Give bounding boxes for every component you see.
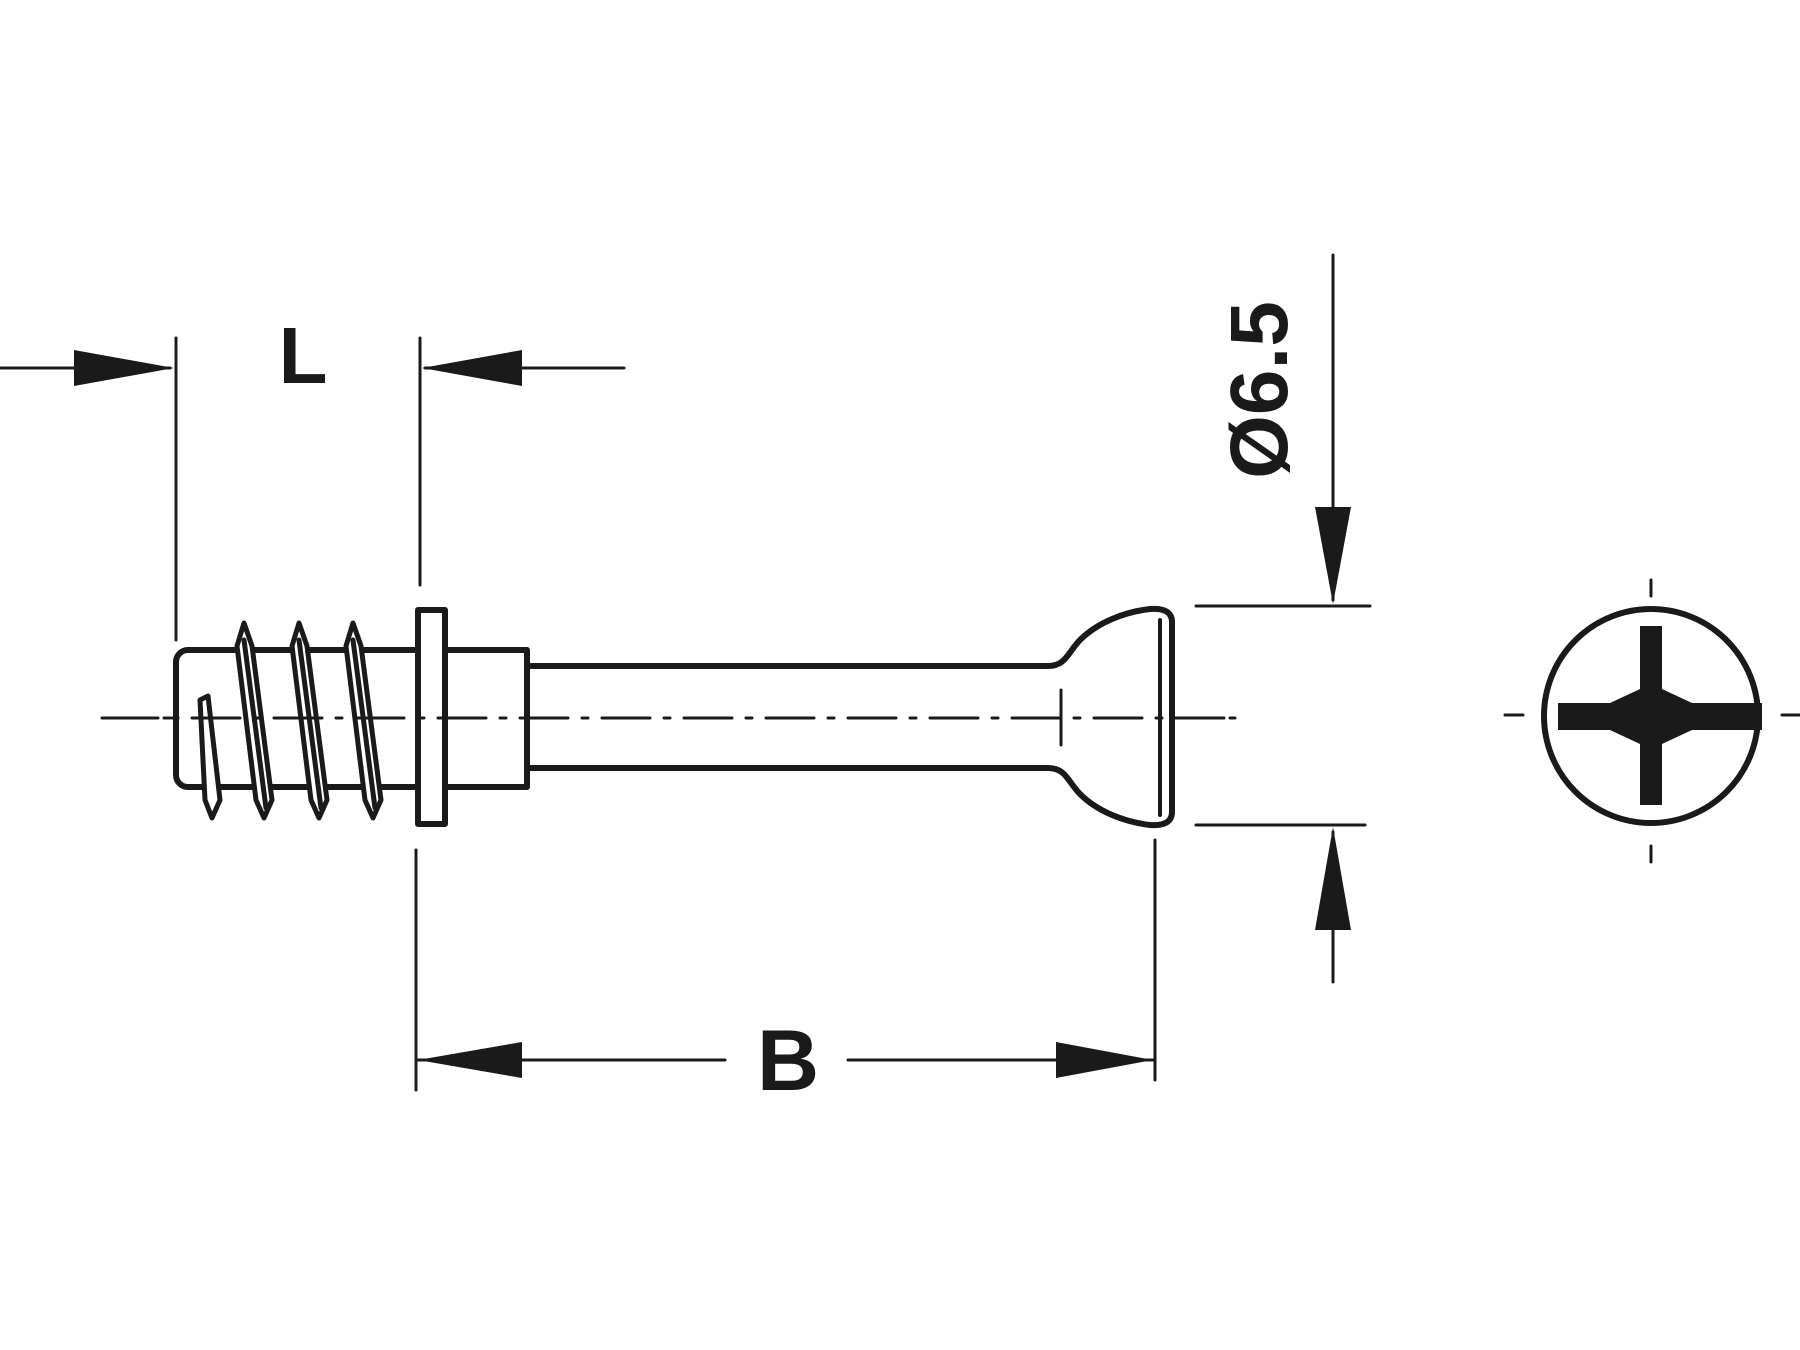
thread-flights <box>197 620 384 821</box>
dimension-diameter-arrows <box>1315 507 1351 930</box>
dimension-l-label: L <box>279 311 328 400</box>
dimension-l-arrows <box>74 350 522 386</box>
dimension-b-label: B <box>757 1013 819 1109</box>
phillips-cross-icon <box>1558 626 1762 805</box>
end-view-centerlines <box>1503 578 1800 864</box>
dimension-diameter-label: Ø6.5 <box>1214 301 1305 479</box>
dimension-b-arrows <box>418 1042 1153 1078</box>
